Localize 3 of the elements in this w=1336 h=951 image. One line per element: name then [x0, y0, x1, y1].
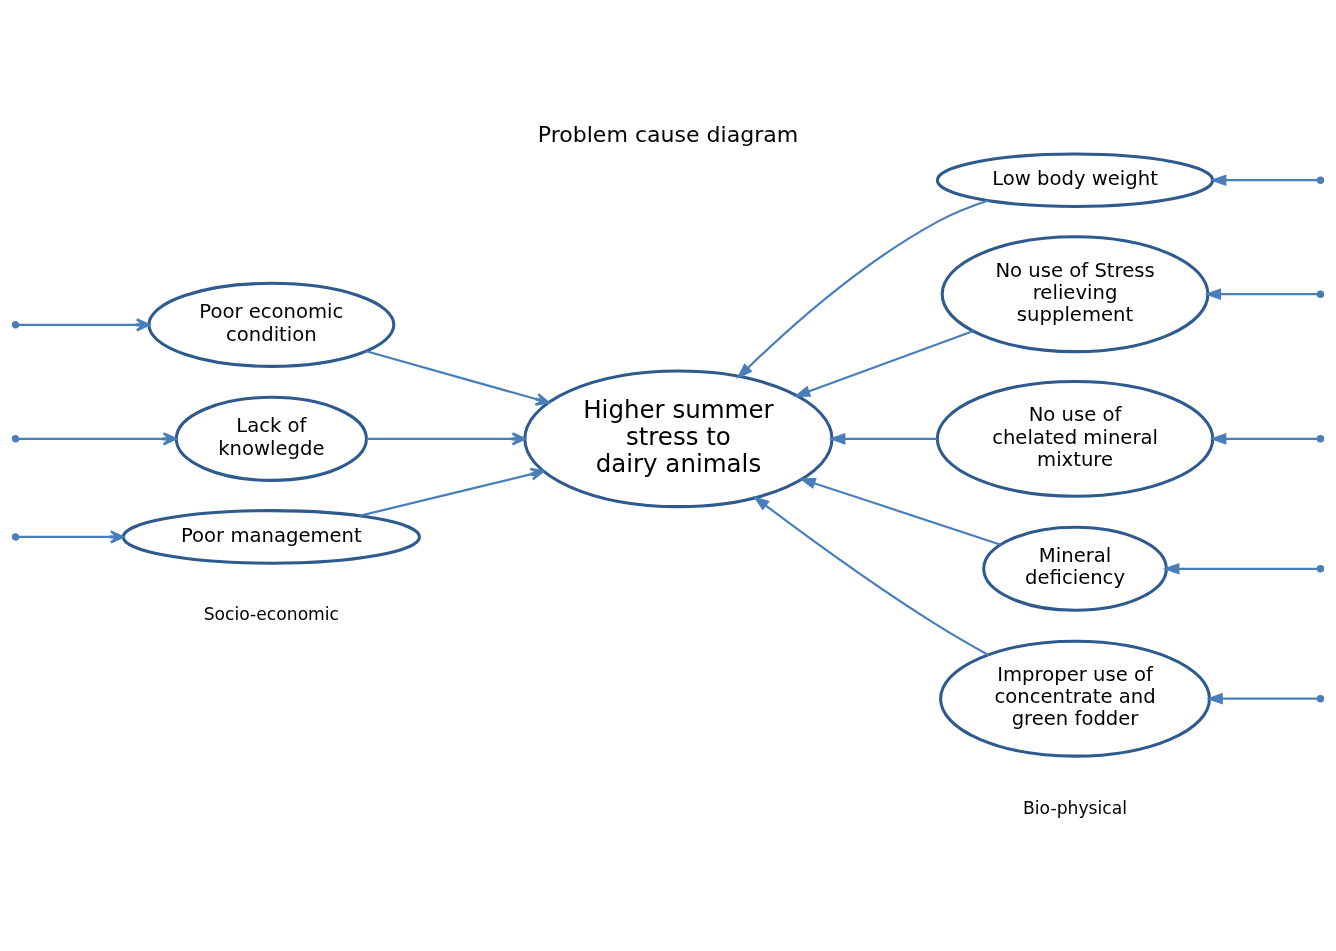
label: Bio-physical	[1023, 797, 1127, 818]
diagram-title: Problem cause diagram	[537, 122, 799, 148]
label: Socio-economic	[203, 603, 340, 624]
